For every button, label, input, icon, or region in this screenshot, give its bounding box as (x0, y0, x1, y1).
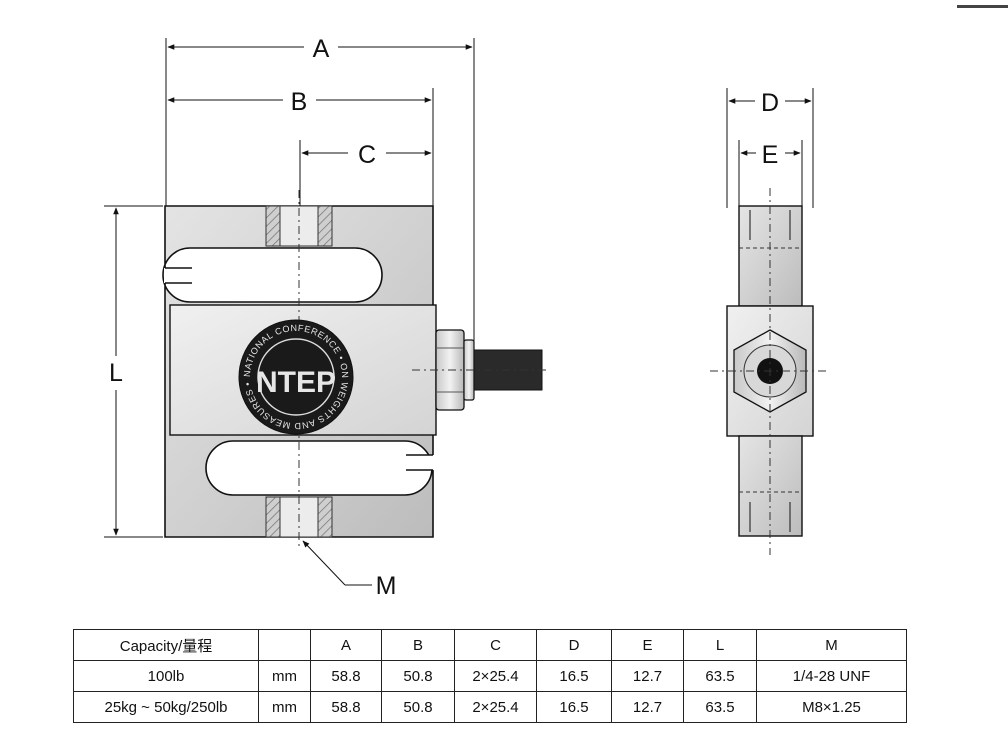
front-view (162, 190, 548, 548)
dimension-m-label: M (376, 572, 397, 600)
header-cell: D (536, 629, 612, 661)
dimension-c: C (299, 140, 432, 208)
table-cell: mm (258, 660, 311, 692)
corner-bar (957, 5, 1008, 8)
table-cell: 12.7 (611, 660, 684, 692)
dimension-l-label: L (109, 359, 123, 387)
table-cell: 16.5 (536, 660, 612, 692)
dimension-b-label: B (291, 88, 308, 116)
table-row: 100lb mm 58.8 50.8 2×25.4 16.5 12.7 63.5… (73, 660, 907, 692)
table-cell: 1/4-28 UNF (756, 660, 907, 692)
table-cell: 63.5 (683, 660, 757, 692)
table-cell: 58.8 (310, 660, 382, 692)
load-cell-drawing: A B C L (104, 35, 830, 600)
header-cell: L (683, 629, 757, 661)
table-row: 25kg ~ 50kg/250lb mm 58.8 50.8 2×25.4 16… (73, 691, 907, 723)
table-cell: 50.8 (381, 691, 455, 723)
spec-table: Capacity/量程 A B C D E L M 100lb mm 58.8 … (73, 629, 907, 723)
header-cell: Capacity/量程 (73, 629, 259, 661)
table-cell: 50.8 (381, 660, 455, 692)
table-cell: M8×1.25 (756, 691, 907, 723)
header-cell: B (381, 629, 455, 661)
side-view (710, 188, 830, 555)
table-cell: 16.5 (536, 691, 612, 723)
header-cell: E (611, 629, 684, 661)
dimension-e-label: E (762, 141, 779, 169)
logo-center-text: NTEP (256, 366, 336, 399)
table-cell: mm (258, 691, 311, 723)
dimension-b: B (167, 88, 434, 208)
table-cell: 25kg ~ 50kg/250lb (73, 691, 259, 723)
ntep-logo: NATIONAL CONFERENCE • ON WEIGHTS AND MEA… (238, 319, 354, 435)
header-cell: C (454, 629, 537, 661)
table-header-row: Capacity/量程 A B C D E L M (73, 629, 907, 661)
dimension-c-label: C (358, 141, 376, 169)
dimension-d-label: D (761, 89, 779, 117)
dimension-e: E (738, 140, 803, 208)
table-cell: 12.7 (611, 691, 684, 723)
table-cell: 2×25.4 (454, 691, 537, 723)
header-cell (258, 629, 311, 661)
dimension-d: D (726, 88, 814, 208)
header-cell: M (756, 629, 907, 661)
dimension-m: M (302, 540, 397, 600)
table-cell: 2×25.4 (454, 660, 537, 692)
dimension-l: L (104, 205, 163, 538)
dimension-a-label: A (313, 35, 330, 63)
header-cell: A (310, 629, 382, 661)
table-cell: 100lb (73, 660, 259, 692)
table-cell: 63.5 (683, 691, 757, 723)
dimension-a: A (165, 35, 475, 345)
table-cell: 58.8 (310, 691, 382, 723)
